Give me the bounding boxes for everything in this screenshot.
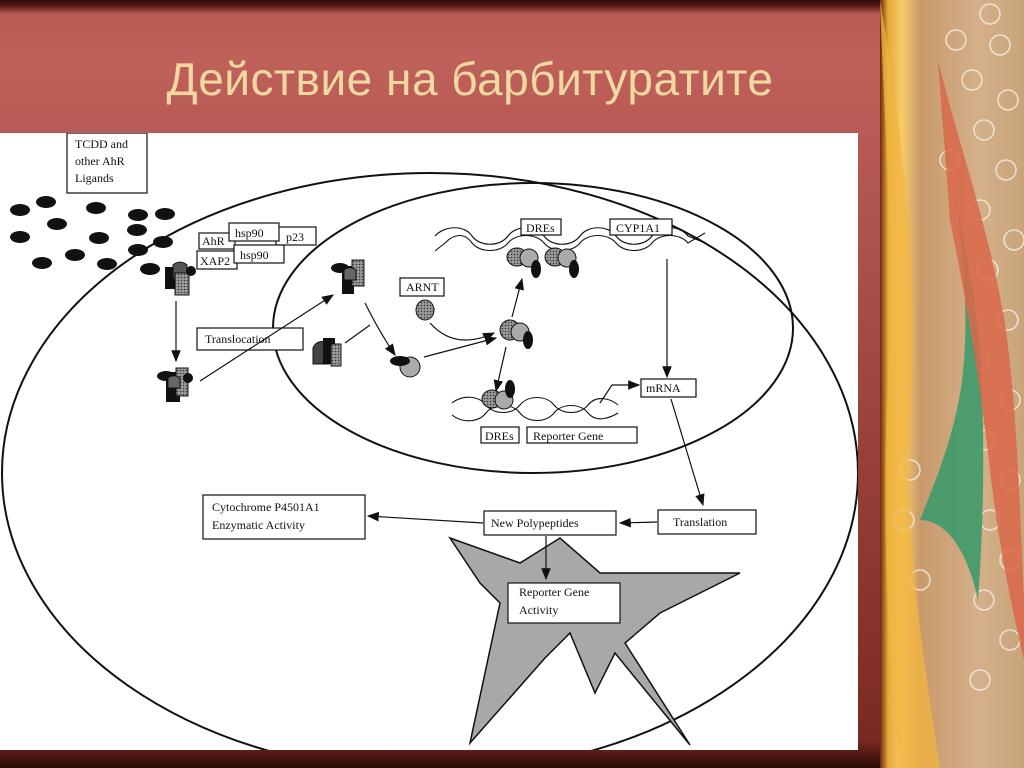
ahr-complex-ligand-bound [157,367,193,402]
dre-bound-dimer-bottom [481,380,515,410]
translocation-label: Translocation [205,332,271,346]
ahr-ligand-monomer [390,356,421,378]
ligand-box-line-2: other AhR [75,154,125,168]
reporter-activity-line-2: Activity [519,603,558,617]
decorative-side-panel [880,0,1024,768]
green-leaf-shape [920,100,984,600]
cytochrome-line-2: Enzymatic Activity [212,518,305,532]
ligand-box-line-3: Ligands [75,171,114,185]
ligand-particles [10,196,175,275]
dna-reporter-gene [451,396,619,422]
xap2-label: XAP2 [200,254,230,268]
gold-wave-shape [880,0,940,768]
reporter-gene-label: Reporter Gene [533,429,603,443]
dres-top-label: DREs [526,221,555,235]
ahr-complex-cytoplasm [165,261,196,296]
p23-label: p23 [286,230,304,244]
cytochrome-line-1: Cytochrome P4501A1 [212,500,320,514]
ahr-label: AhR [202,234,225,248]
cyp1a1-label: CYP1A1 [616,221,660,235]
arnt-label: ARNT [406,280,439,294]
reporter-activity-burst [448,536,741,746]
dres-bottom-label: DREs [485,429,514,443]
hsp90-top-label: hsp90 [235,226,264,240]
pathway-arrows [171,259,705,581]
ahr-pathway-diagram: TCDD and other AhR Ligands AhR p23 hsp [0,133,858,750]
arnt-protein [415,299,435,321]
red-ribbon-shape [938,60,1024,660]
hsp90-bottom-label: hsp90 [240,248,269,262]
ahr-complex-nuclear-entry [331,259,365,294]
slide-title: Действие на барбитуратите [166,53,774,105]
mrna-label: mRNA [646,381,681,395]
cell-membrane [1,172,858,750]
chaperone-release-complex [312,338,342,367]
dre-bound-dimers-top [506,247,579,278]
translation-label: Translation [673,515,727,529]
ligand-box [66,133,148,194]
new-polypeptides-label: New Polypeptides [491,516,579,530]
ahr-arnt-heterodimer [499,319,533,349]
ligand-box-line-1: TCDD and [75,137,128,151]
reporter-activity-line-1: Reporter Gene [519,585,589,599]
